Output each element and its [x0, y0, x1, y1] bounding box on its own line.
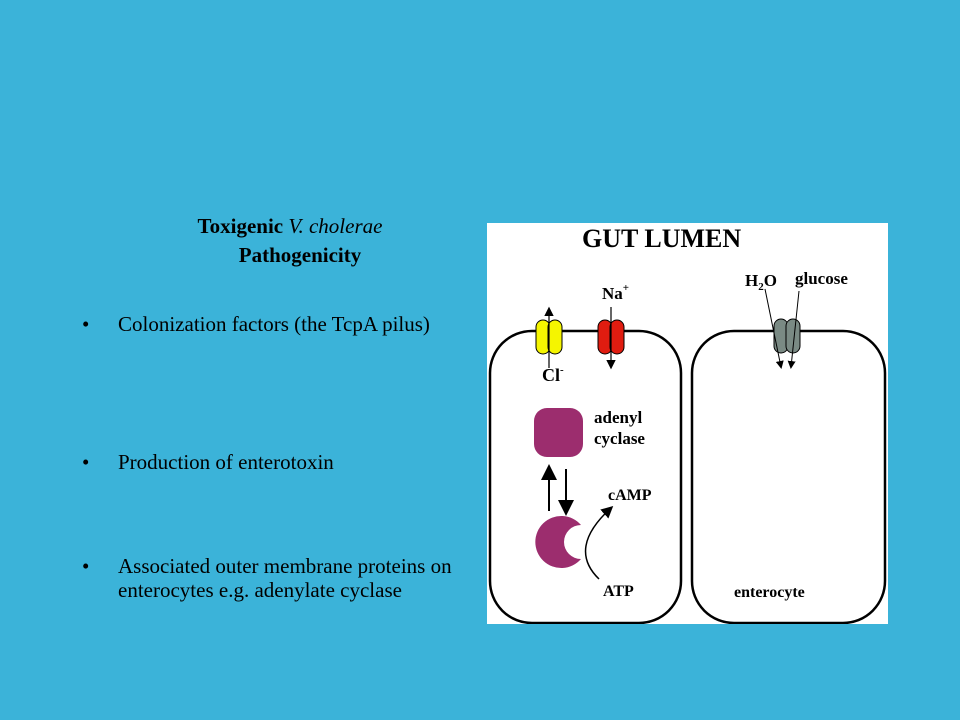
gut-lumen-diagram: GUT LUMEN Cl- Na+ [487, 223, 888, 624]
slide-title: Toxigenic V. cholerae Pathogenicity [110, 212, 470, 270]
enterocyte-label: enterocyte [734, 584, 805, 601]
sodium-label: Na+ [602, 282, 629, 303]
adenyl-cyclase-block [534, 408, 583, 457]
atp-to-camp-arrow [584, 505, 614, 580]
water-label: H2O [745, 271, 777, 293]
bullet-dot: • [82, 450, 90, 474]
title-prefix: Toxigenic [197, 214, 289, 238]
active-enzyme [535, 516, 581, 568]
bullet-text: Colonization factors (the TcpA pilus) [118, 312, 430, 336]
bullet-item: • Production of enterotoxin [82, 450, 452, 474]
water-channel [764, 288, 801, 369]
sodium-label-sup: + [623, 282, 629, 294]
chloride-label: Cl- [542, 364, 564, 385]
bullet-item: • Colonization factors (the TcpA pilus) [82, 312, 452, 336]
title-line-2: Pathogenicity [238, 243, 362, 267]
bullet-item: • Associated outer membrane proteins on … [82, 554, 452, 602]
bullet-text: Production of enterotoxin [118, 450, 334, 474]
sodium-label-text: Na [602, 284, 623, 303]
bullet-dot: • [82, 554, 90, 578]
title-species: V. cholerae [288, 214, 383, 238]
sodium-channel [597, 307, 625, 370]
chloride-label-sup: - [560, 364, 564, 376]
chloride-label-text: Cl [542, 365, 560, 385]
gut-lumen-heading: GUT LUMEN [582, 224, 741, 253]
adenyl-label-1: adenyl [594, 408, 642, 427]
glucose-label: glucose [795, 269, 848, 288]
atp-label: ATP [603, 583, 634, 600]
camp-label: cAMP [608, 487, 652, 504]
left-cell-membrane [488, 329, 683, 624]
title-line-1: Toxigenic V. cholerae [110, 212, 470, 241]
bullet-dot: • [82, 312, 90, 336]
water-label-sub: 2 [758, 281, 764, 293]
adenyl-label-2: cyclase [594, 429, 645, 448]
diagram-svg: GUT LUMEN Cl- Na+ [487, 223, 888, 624]
water-label-o: O [764, 271, 777, 290]
chloride-channel [535, 306, 563, 368]
bullet-text: Associated outer membrane proteins on en… [118, 554, 452, 602]
water-label-h: H [745, 271, 758, 290]
